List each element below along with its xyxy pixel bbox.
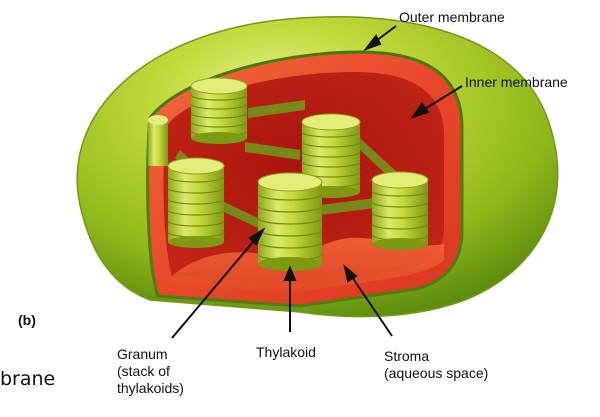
panel-letter: (b) xyxy=(18,312,36,328)
label-outer-membrane: Outer membrane xyxy=(399,9,505,26)
label-granum-line1: Granum xyxy=(117,346,184,363)
granum-stack-front-center xyxy=(258,173,322,271)
label-stroma: Stroma (aqueous space) xyxy=(384,348,488,382)
label-thylakoid: Thylakoid xyxy=(256,344,316,361)
granum-stack-front-left xyxy=(168,158,224,248)
granum-stack-front-right xyxy=(372,172,428,250)
label-stroma-line2: (aqueous space) xyxy=(384,365,488,382)
label-inner-membrane: Inner membrane xyxy=(465,74,568,91)
label-stroma-line1: Stroma xyxy=(384,348,488,365)
granum-stack-left-edge xyxy=(148,115,168,166)
cropped-text-fragment: brane xyxy=(0,368,55,390)
granum-stack-back-left xyxy=(191,78,247,144)
label-granum-line3: thylakoids) xyxy=(117,380,184,397)
label-granum-line2: (stack of xyxy=(117,363,184,380)
label-granum: Granum (stack of thylakoids) xyxy=(117,346,184,397)
